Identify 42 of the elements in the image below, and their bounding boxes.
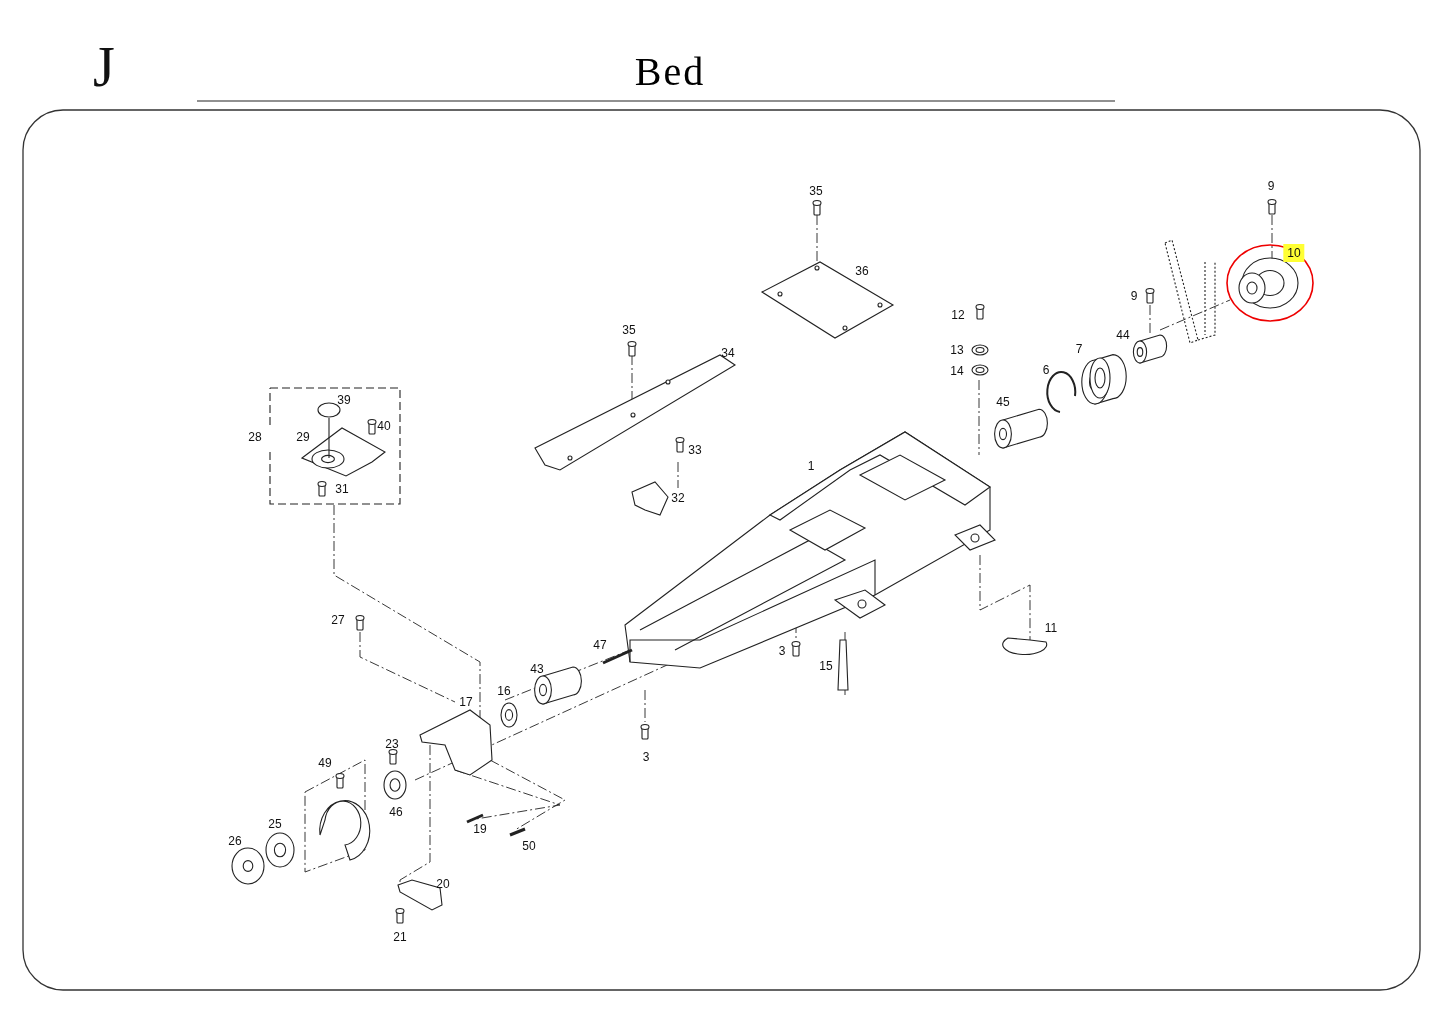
callout-number: 44	[1116, 329, 1130, 341]
callout-number: 31	[335, 483, 349, 495]
callout-number: 32	[671, 492, 685, 504]
page-title: Bed	[633, 52, 707, 92]
callout-number: 11	[1044, 622, 1058, 634]
callout-number: 34	[721, 347, 735, 359]
callout-number: 39	[337, 394, 351, 406]
callout-number: 12	[951, 309, 965, 321]
callout-number: 6	[1042, 364, 1050, 376]
callout-number: 49	[318, 757, 332, 769]
callout-number: 7	[1075, 343, 1083, 355]
callout-number: 29	[296, 431, 310, 443]
callout-number: 45	[996, 396, 1010, 408]
callout-number: 16	[497, 685, 511, 697]
callout-number: 15	[819, 660, 833, 672]
callout-number: 14	[950, 365, 964, 377]
callout-number: 35	[809, 185, 823, 197]
callout-number: 10	[1283, 244, 1305, 262]
callout-number: 27	[331, 614, 345, 626]
callout-number: 36	[855, 265, 869, 277]
callout-number: 43	[530, 663, 544, 675]
callout-number: 3	[642, 751, 650, 763]
callout-number: 28	[248, 431, 262, 443]
callout-number: 25	[268, 818, 282, 830]
callout-number: 26	[228, 835, 242, 847]
callout-number: 50	[522, 840, 536, 852]
callout-number: 3	[778, 645, 786, 657]
callout-number: 17	[459, 696, 473, 708]
callout-number: 46	[389, 806, 403, 818]
page-letter: J	[93, 39, 115, 95]
callout-number: 20	[436, 878, 450, 890]
callout-number: 33	[688, 444, 702, 456]
callout-number: 1	[807, 460, 815, 472]
callout-number: 23	[385, 738, 399, 750]
callout-number: 35	[622, 324, 636, 336]
callout-number: 9	[1267, 180, 1275, 192]
callout-number: 9	[1130, 290, 1138, 302]
callout-number: 19	[473, 823, 487, 835]
callout-number: 13	[950, 344, 964, 356]
callout-number: 21	[393, 931, 407, 943]
callout-number: 47	[593, 639, 607, 651]
callout-number: 40	[377, 420, 391, 432]
